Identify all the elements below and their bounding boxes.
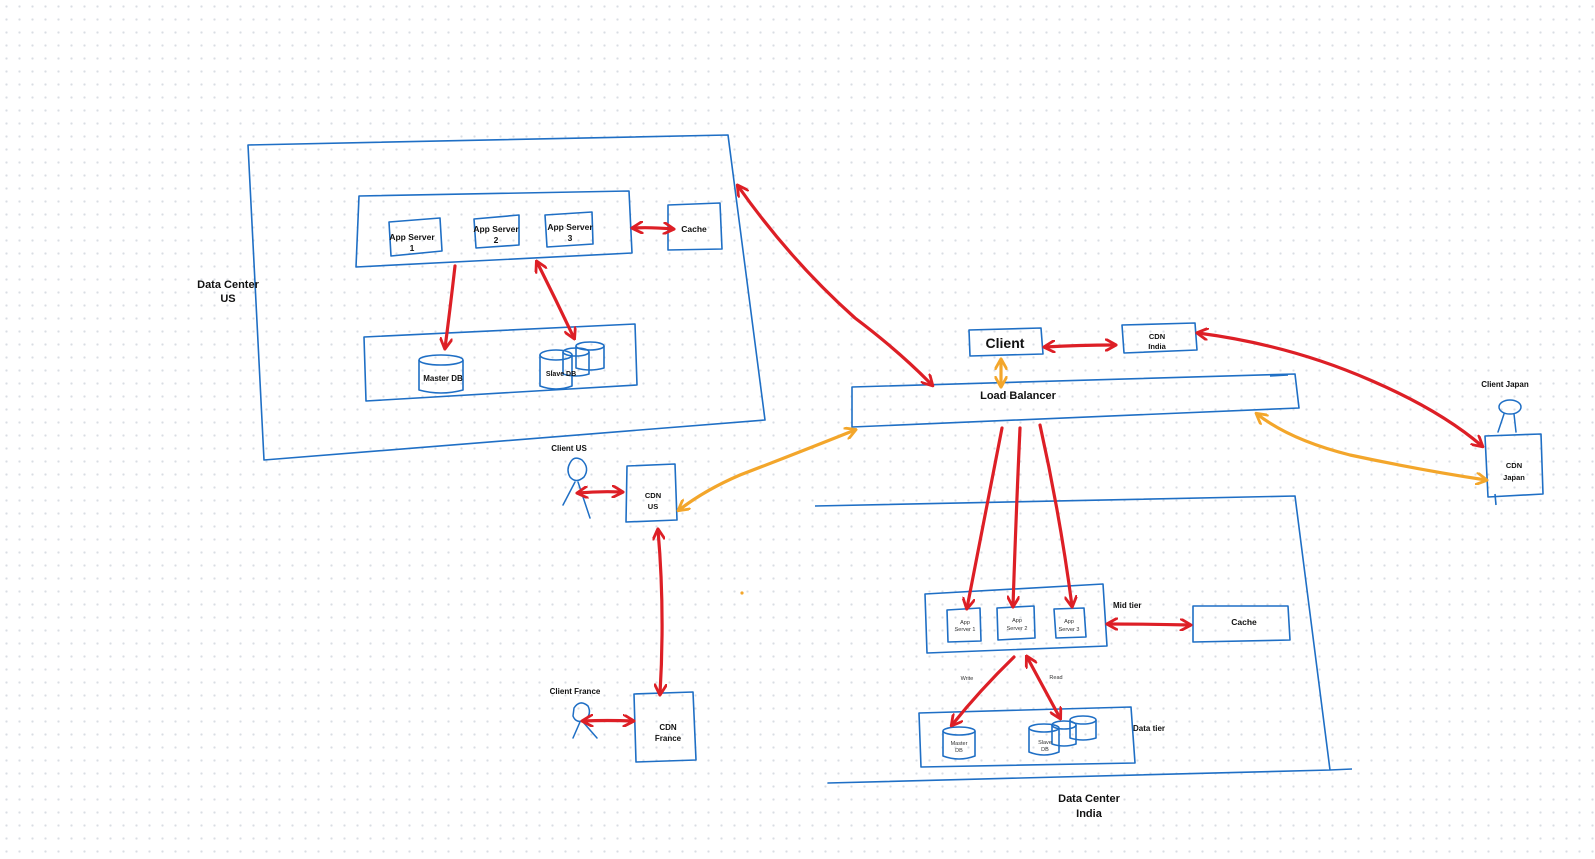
us-app-server-2[interactable]: App Server 2 (473, 214, 520, 249)
cdn-us-label-2: US (648, 502, 658, 511)
cdn-india-label: CDN (1149, 332, 1165, 341)
arrow-dc-us-to-load-balancer (738, 186, 932, 385)
india-app-server-1-number: Server 1 (955, 627, 976, 633)
us-app-server-3-label: App Server (547, 222, 593, 232)
cdn-japan-label-2: Japan (1503, 473, 1525, 482)
us-master-db[interactable]: Master DB (418, 354, 464, 394)
data-center-us-label: Data Center (197, 279, 259, 291)
cdn-japan[interactable]: CDN Japan (1484, 433, 1544, 506)
arrow-us-app-to-master-db (445, 264, 457, 348)
arrow-us-app-to-cache (633, 228, 673, 229)
us-data-tier-box[interactable] (363, 323, 638, 402)
arrow-india-mid-tier-to-cache (1108, 624, 1190, 625)
arrow-client-us-to-cdn-us (578, 492, 622, 493)
us-app-server-2-number: 2 (494, 235, 499, 245)
india-app-server-3-label: App (1064, 619, 1074, 625)
arrow-load-balancer-to-india-app-server-1 (967, 426, 1004, 608)
us-app-server-3[interactable]: App Server 3 (544, 211, 594, 248)
india-slave-db[interactable]: Slave DB (1028, 715, 1097, 756)
india-cache-label: Cache (1231, 617, 1257, 627)
india-app-server-2-label: App (1012, 618, 1022, 624)
arrow-client-france-to-cdn-france (583, 721, 633, 722)
mid-tier-label: Mid tier (1113, 601, 1141, 610)
us-slave-db[interactable]: Slave DB (539, 341, 605, 390)
india-slave-db-label: Slave (1038, 740, 1052, 746)
india-app-server-3[interactable]: App Server 3 (1053, 607, 1087, 639)
us-app-tier-box[interactable] (355, 190, 633, 268)
data-tier-label: Data tier (1133, 724, 1165, 733)
cdn-us[interactable]: CDN US (625, 463, 678, 523)
india-cache[interactable]: Cache (1192, 605, 1291, 643)
india-master-db[interactable]: Master DB (942, 726, 976, 760)
arrow-cdn-india-to-cdn-japan (1198, 333, 1482, 446)
arrow-load-balancer-to-cdn-japan (1257, 414, 1486, 480)
client-france-label: Client France (550, 687, 601, 696)
us-app-server-2-label: App Server (473, 224, 519, 234)
us-slave-db-label: Slave DB (546, 371, 576, 378)
client-box[interactable]: Client (968, 327, 1044, 357)
data-center-us-label-2: US (220, 293, 235, 305)
arrow-load-balancer-to-india-app-server-2 (1013, 426, 1022, 606)
client-us-label: Client US (551, 444, 587, 453)
data-center-india[interactable]: Data Center India (814, 495, 1353, 820)
cdn-japan-label: CDN (1506, 461, 1522, 470)
arrow-load-balancer-to-cdn-us (679, 430, 855, 510)
india-slave-db-label-2: DB (1041, 747, 1049, 753)
us-app-server-1[interactable]: App Server 1 (388, 217, 443, 257)
cdn-france-label: CDN (659, 723, 677, 732)
data-center-india-label-2: India (1076, 808, 1103, 820)
india-master-db-label: Master (951, 741, 968, 747)
arrow-us-app-to-slave-db (537, 262, 574, 338)
data-center-us[interactable]: Data Center US (197, 134, 766, 461)
client-us-figure (562, 457, 591, 519)
load-balancer[interactable]: Load Balancer (851, 373, 1300, 428)
client-japan-label: Client Japan (1481, 380, 1529, 389)
us-master-db-label: Master DB (423, 374, 463, 383)
us-app-server-3-number: 3 (568, 233, 573, 243)
india-app-server-2-number: Server 2 (1007, 626, 1028, 632)
data-center-us-box[interactable] (247, 134, 766, 461)
us-cache[interactable]: Cache (667, 202, 723, 251)
india-app-server-1[interactable]: App Server 1 (946, 607, 982, 643)
india-mid-tier-box[interactable] (924, 583, 1108, 654)
arrow-client-to-cdn-india (1045, 345, 1115, 347)
arrow-india-read-from-slave-db (1027, 657, 1060, 718)
load-balancer-label: Load Balancer (980, 390, 1057, 402)
read-label: Read (1049, 675, 1062, 681)
arrow-load-balancer-to-india-app-server-3 (1038, 423, 1072, 606)
cdn-india-label-2: India (1148, 342, 1166, 351)
cdn-france[interactable]: CDN France (633, 691, 697, 763)
arrow-india-write-to-master-db (952, 655, 1016, 725)
client-japan-figure (1497, 399, 1522, 433)
india-app-server-2[interactable]: App Server 2 (996, 605, 1036, 641)
us-app-server-1-label: App Server (389, 232, 435, 242)
cdn-india[interactable]: CDN India (1121, 322, 1198, 354)
cdn-us-label: CDN (645, 491, 661, 500)
cdn-france-label-2: France (655, 734, 682, 743)
write-label: Write (961, 676, 974, 682)
india-master-db-label-2: DB (955, 748, 963, 754)
india-app-server-1-label: App (960, 620, 970, 626)
data-center-india-label: Data Center (1058, 793, 1120, 805)
us-app-server-1-number: 1 (410, 243, 415, 253)
us-cache-label: Cache (681, 224, 707, 234)
stray-dot (740, 591, 744, 595)
arrow-cdn-us-to-cdn-france (658, 530, 662, 694)
client-label: Client (986, 335, 1025, 351)
india-app-server-3-number: Server 3 (1059, 627, 1080, 633)
